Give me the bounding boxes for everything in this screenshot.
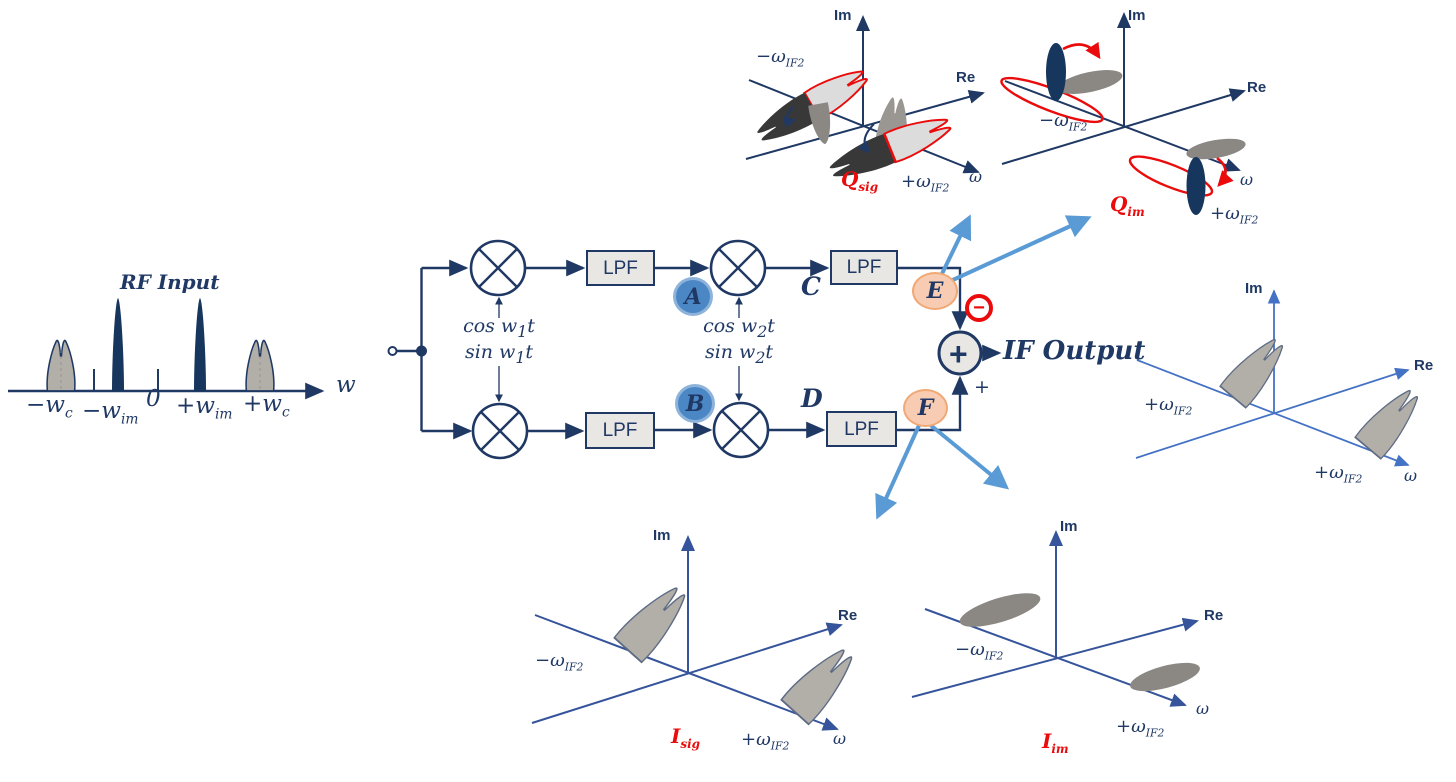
ifout-right-wif2-label: +ωIF2 [1314, 462, 1363, 486]
isig-im-label: Im [653, 527, 671, 544]
plot-i-im [911, 530, 1200, 707]
lpf-box-4: LPF [826, 411, 897, 447]
qsig-neg-wif2-label: −ωIF2 [756, 46, 805, 70]
plot-if-output [1135, 289, 1428, 467]
qim-pos-wif2-label: +ωIF2 [1210, 203, 1259, 227]
qim-re-label: Re [1247, 79, 1267, 96]
iim-omega-label: ω [1196, 699, 1210, 718]
plot-q-sig [745, 15, 985, 187]
iim-im-label: Im [1060, 518, 1078, 535]
iim-lobe-pos [1130, 662, 1200, 692]
plot-i-sig [531, 535, 863, 731]
input-terminal [387, 346, 398, 356]
rf-input-title: RF Input [120, 270, 220, 294]
rf-tick-zero: 0 [146, 386, 161, 412]
isig-neg-wif2-label: −ωIF2 [535, 650, 584, 674]
lpf-box-2: LPF [830, 250, 898, 285]
ifout-im-label: Im [1245, 280, 1263, 297]
iim-title: Iim [1042, 729, 1069, 756]
qsig-pos-wif2-label: +ωIF2 [901, 171, 950, 195]
qim-omega-label: ω [1240, 170, 1254, 189]
rf-spectrum-plot [8, 298, 325, 400]
qim-lobe-group-pos [1128, 138, 1246, 215]
summer-plus-input-label: + [974, 376, 990, 398]
ifout-re-label: Re [1414, 357, 1434, 374]
arrow-e-to-qim [943, 215, 1092, 286]
iim-re-label: Re [1204, 607, 1224, 624]
mixer-4 [712, 401, 770, 459]
qsig-im-label: Im [834, 7, 852, 24]
point-c-label: C [801, 272, 821, 301]
isig-title: Isig [671, 724, 701, 751]
rf-lobe-neg-wc [46, 339, 76, 392]
rf-peak-pos-wim [194, 298, 206, 391]
rf-axis-label: w [336, 372, 356, 398]
point-d-label: D [801, 384, 823, 413]
rf-lobe-pos-wc [245, 339, 275, 392]
qsig-lobe-group-neg [751, 61, 874, 150]
lpf-box-1: LPF [586, 250, 655, 286]
arrow-f-to-isig [875, 420, 923, 520]
isig-pos-wif2-label: +ωIF2 [741, 729, 790, 753]
rf-tick-pos-wim: +wim [176, 393, 233, 423]
rf-tick-pos-wc: +wc [243, 391, 290, 421]
rf-peak-neg-wim [112, 298, 124, 391]
iim-neg-wif2-label: −ωIF2 [955, 639, 1004, 663]
ifout-left-wif2-label: +ωIF2 [1144, 394, 1193, 418]
mixer-3 [471, 402, 529, 460]
isig-re-label: Re [838, 607, 858, 624]
summer-plus-symbol: + [949, 336, 968, 372]
mixer-2 [709, 239, 767, 297]
qsig-omega-label: ω [969, 167, 983, 186]
node-f: F [903, 389, 948, 427]
node-b: B [675, 384, 715, 423]
ifout-lobe-right [1354, 382, 1428, 460]
qsig-lobe-group-pos [825, 95, 956, 187]
lpf-box-3: LPF [585, 412, 655, 449]
isig-omega-label: ω [833, 729, 847, 748]
node-e: E [912, 272, 958, 310]
minus-sign-circle: − [965, 294, 993, 322]
qim-lobe-group-neg [1000, 41, 1123, 124]
mixer-1 [469, 239, 527, 297]
arrow-f-to-iim [926, 421, 1010, 490]
qim-im-label: Im [1128, 7, 1146, 24]
plot-q-im [1000, 12, 1246, 215]
qsig-title: Qsig [841, 167, 879, 194]
node-a: A [673, 277, 713, 316]
qim-neg-wif2-label: −ωIF2 [1039, 110, 1088, 134]
ifout-omega-label: ω [1404, 466, 1418, 485]
lo1-label: cos w1t sin w1t [463, 315, 535, 367]
arrow-e-to-qsig [936, 214, 972, 283]
iim-lobe-neg [959, 593, 1041, 627]
annotation-arrows [875, 214, 1092, 520]
if-output-label: IF Output [1003, 336, 1146, 366]
rf-tick-neg-wim: −wim [82, 398, 139, 428]
lo2-label: cos w2t sin w2t [703, 315, 775, 367]
rf-tick-neg-wc: −wc [26, 392, 73, 422]
iim-pos-wif2-label: +ωIF2 [1116, 716, 1165, 740]
qim-title: Qim [1110, 192, 1145, 219]
qsig-re-label: Re [956, 69, 976, 86]
